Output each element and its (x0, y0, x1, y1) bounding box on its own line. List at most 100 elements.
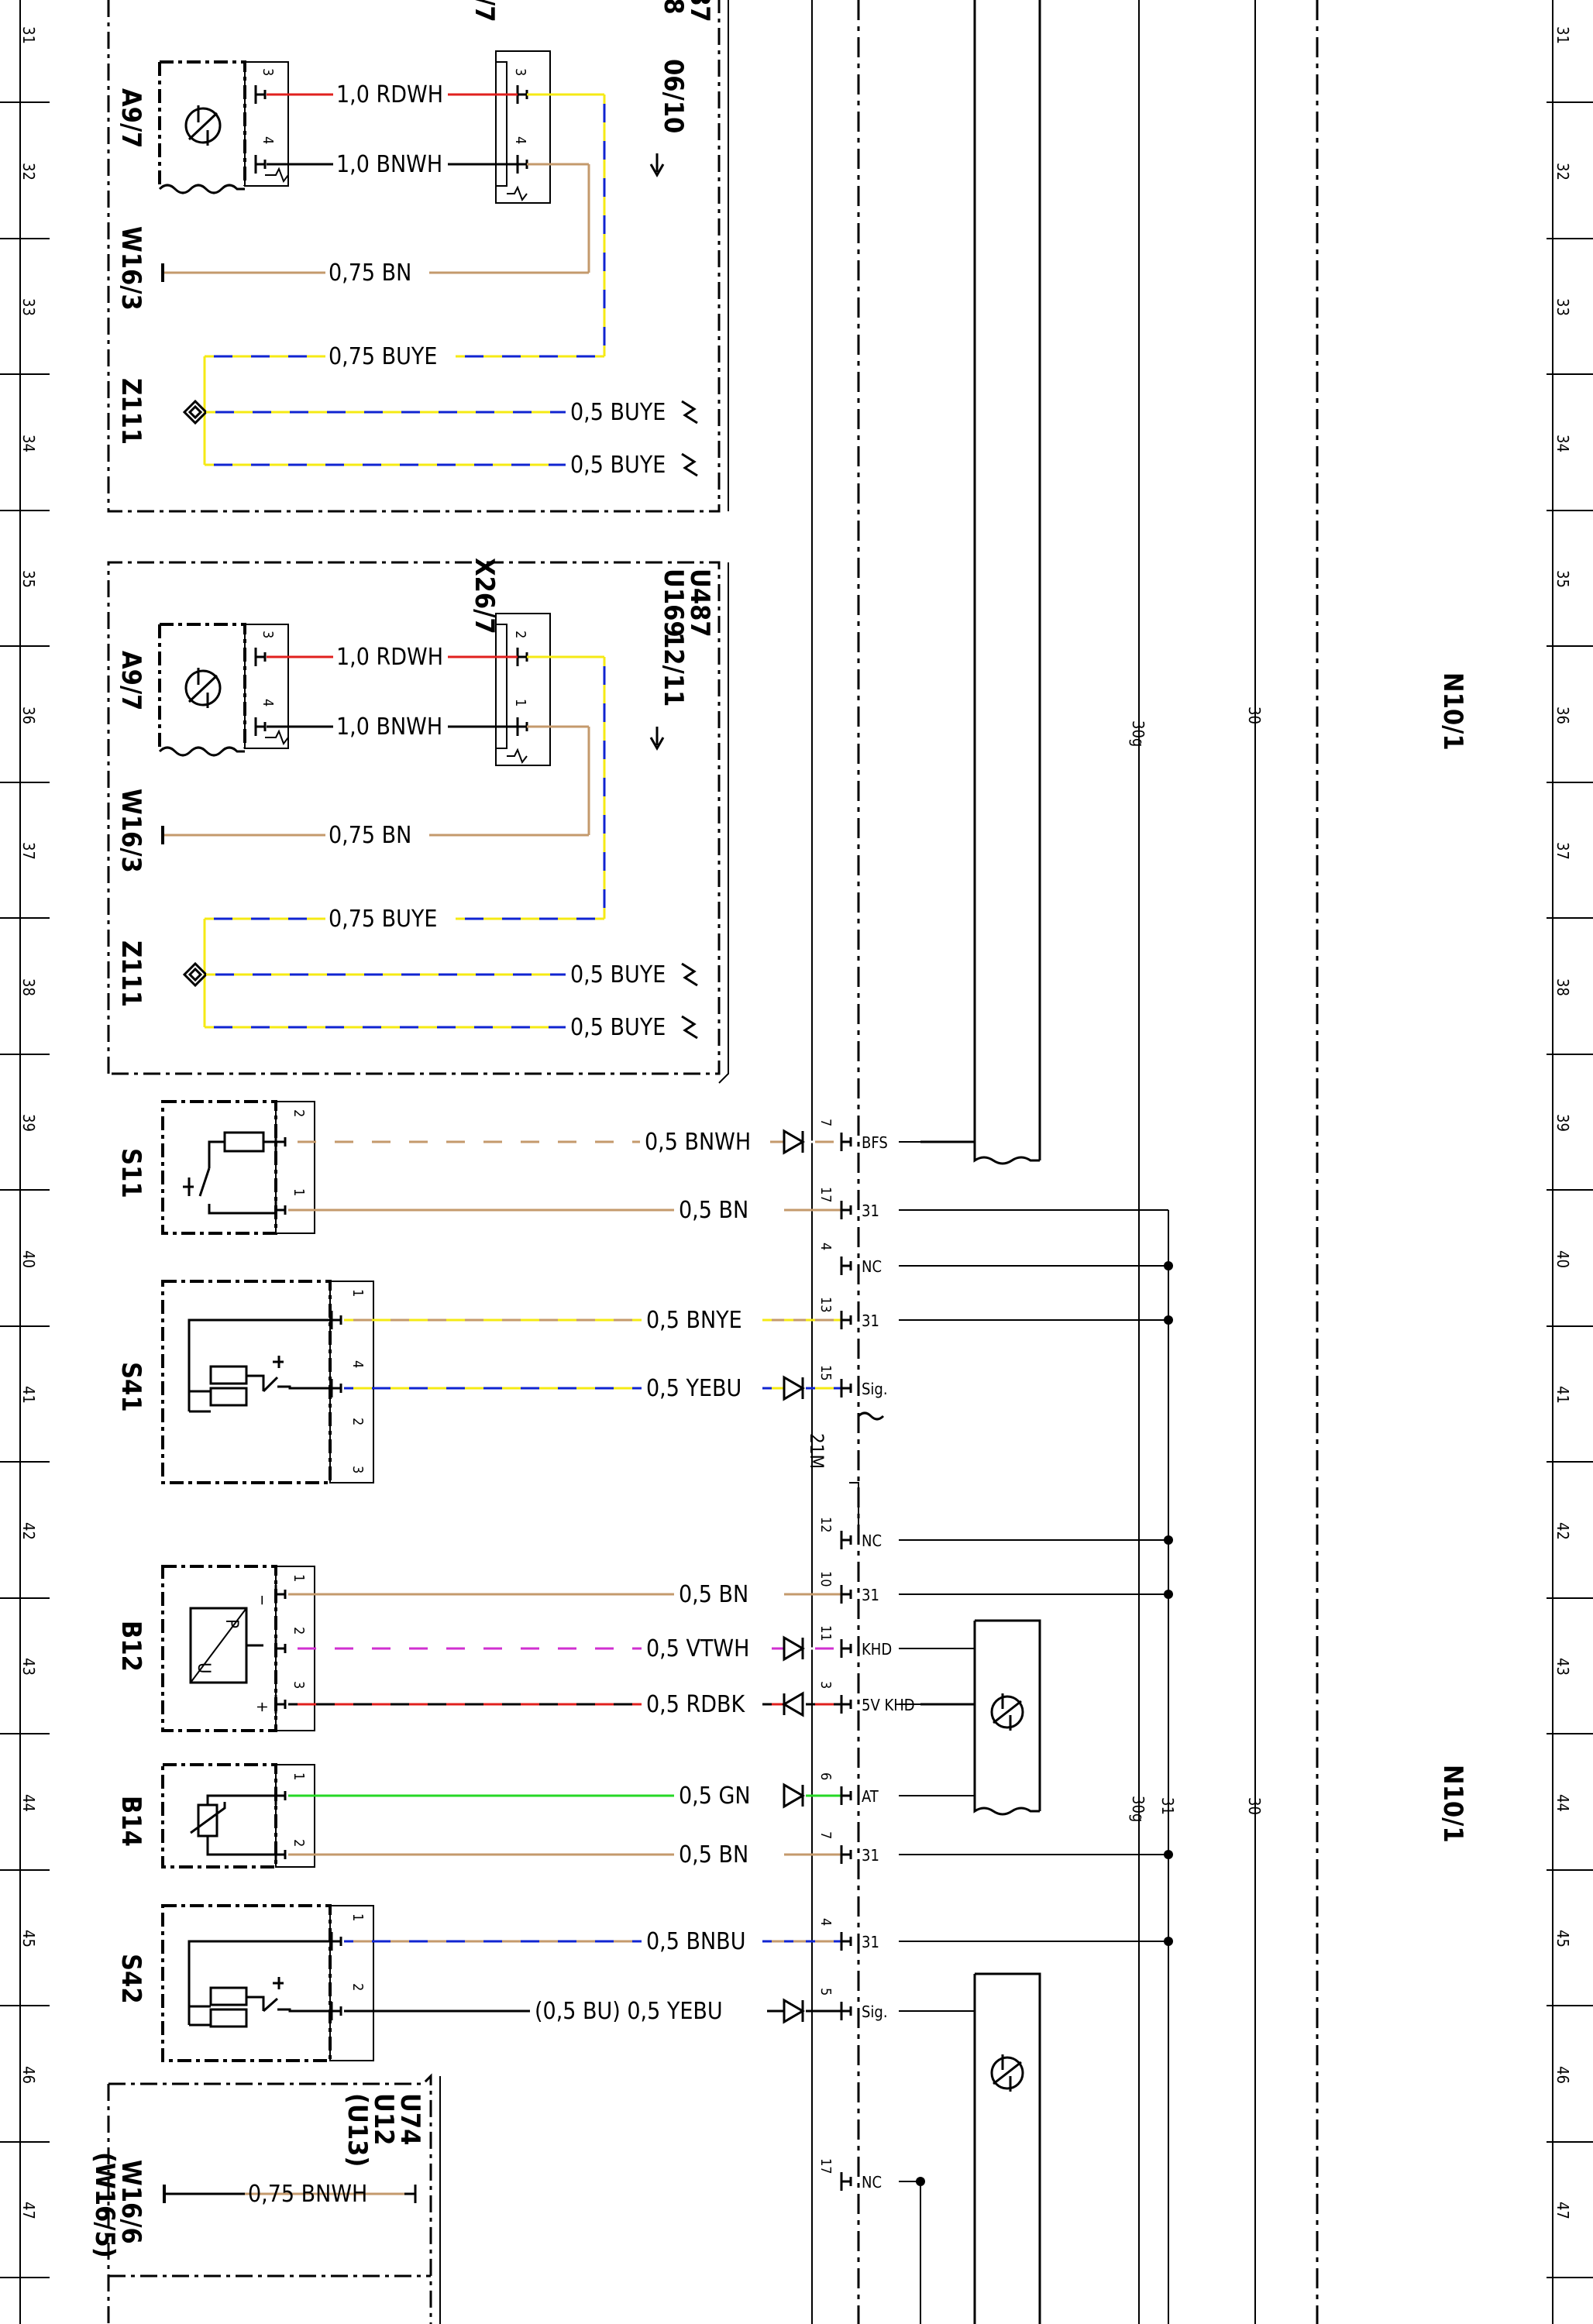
pin-number: 17 (817, 2158, 834, 2174)
arrow-icon (782, 1691, 804, 1717)
pin-number: 1 (349, 1289, 366, 1297)
ground-label: W16/6 (115, 2160, 146, 2244)
pin-terminal (840, 1786, 852, 1805)
unit-labels: N10/1 N10/1 (1437, 672, 1468, 1843)
pin-number: 3 (349, 1466, 366, 1473)
component-label: B12 (115, 1621, 146, 1672)
signal-label: NC (862, 1257, 882, 1276)
pin-terminal (840, 1932, 852, 1951)
row-number: 46 (19, 2066, 38, 2084)
component-b12: B12 1 2 3 − + P U (115, 1565, 315, 1732)
pin-terminal (274, 1585, 287, 1604)
module-ref: U169 (658, 569, 689, 638)
row-number: 36 (19, 706, 38, 724)
wire-label: 0,5 BNBU (646, 1928, 745, 1955)
wire-label: 0,5 GN (679, 1783, 751, 1810)
rail-labels: 30g 30 30g 31 30 (1129, 706, 1264, 1822)
pin-number: 2 (291, 1839, 307, 1847)
pin-terminal (840, 1585, 852, 1604)
pin-terminal (274, 1695, 287, 1714)
pin-terminal (274, 1201, 287, 1219)
wire-label: (0,5 BU) 0,5 YEBU (535, 1998, 723, 2025)
signal-label: 31 (862, 1312, 879, 1330)
pin-number: 3 (291, 1681, 307, 1689)
signal-label: 31 (862, 1202, 879, 1220)
sensor-label: A9/7 (115, 88, 146, 148)
pin-number: 2 (349, 1983, 366, 1991)
row-number: 43 (1553, 1658, 1572, 1676)
row-number: 42 (1553, 1522, 1572, 1540)
junction-dot (1164, 1850, 1173, 1859)
signal-label: NC (862, 2173, 882, 2192)
pin-number: 1 (349, 1913, 366, 1921)
wire-label: 0,5 BUYE (570, 961, 666, 988)
row-number: 41 (19, 1386, 38, 1404)
signal-label: 31 (862, 1933, 879, 1951)
pin-terminal (840, 1845, 852, 1864)
pin-number: 4 (349, 1360, 366, 1368)
component-s11: S11 2 1 (115, 1100, 315, 1235)
polarity-mark: − (253, 1594, 272, 1606)
wire-label: 0,5 RDBK (646, 1691, 746, 1718)
wire-label: 0,5 BNYE (646, 1307, 742, 1334)
pin-number: 17 (817, 1187, 834, 1203)
arrow-icon (783, 1783, 805, 1809)
signal-label: KHD (862, 1640, 892, 1659)
sensor-glyph: P (222, 1619, 241, 1628)
junction-dot (1164, 1590, 1173, 1599)
component-label: S42 (115, 1954, 146, 2004)
component-label: S41 (115, 1362, 146, 1412)
ground-label: W16/3 (115, 789, 146, 873)
pin-terminal (330, 1379, 342, 1397)
pin-terminal (840, 1201, 852, 1219)
pin-number: 1 (512, 699, 528, 706)
pin-terminal (840, 1133, 852, 1151)
pin-terminal (840, 1639, 852, 1658)
harness-row-s42-p1: 0,5 BNBU 4 31 (330, 1918, 879, 1955)
pin-number: 2 (291, 1109, 307, 1117)
pin-terminal (840, 1257, 852, 1275)
component-s41: S41 1 4 2 3 (115, 1280, 374, 1484)
module-ref: U948 (658, 0, 689, 15)
row-number: 36 (1553, 706, 1572, 724)
connector-label: X26/7 (469, 558, 500, 634)
pin-terminal (274, 1639, 287, 1658)
pin-terminal (254, 85, 267, 104)
pin-terminal (254, 155, 267, 174)
wire-label: 0,5 VTWH (646, 1635, 749, 1662)
wire-label: 1,0 BNWH (336, 151, 442, 178)
module-date: 12/11 (658, 632, 689, 706)
pin-number: 3 (512, 68, 528, 76)
arrow-icon (783, 1375, 805, 1401)
pin-terminal (840, 2172, 852, 2191)
wire-label: 0,75 BUYE (329, 906, 437, 933)
signal-label: Sig. (862, 2003, 888, 2021)
pin-number: 1 (291, 1574, 307, 1582)
pin-terminal (840, 1695, 852, 1714)
gear-motor-icon (184, 105, 222, 146)
row-number: 34 (1553, 435, 1572, 452)
wire-label: 0,5 BUYE (570, 452, 666, 479)
sensor-label: A9/7 (115, 651, 146, 710)
rail-label: 30 (1245, 1797, 1264, 1815)
row-number: 33 (1553, 298, 1572, 316)
wire-label: 0,5 BN (679, 1197, 748, 1224)
row-number: 43 (19, 1658, 38, 1676)
wire-label: 0,5 YEBU (646, 1375, 741, 1402)
unit-internals (857, 0, 1041, 2324)
pin-number: 13 (817, 1297, 834, 1313)
connector-label: X26/7 (469, 0, 500, 22)
row-number: 44 (1553, 1794, 1572, 1812)
pin-number: 4 (817, 1918, 834, 1926)
component-label: S11 (115, 1148, 146, 1198)
row-number: 39 (1553, 1114, 1572, 1132)
row-number: 46 (1553, 2066, 1572, 2084)
switch-icon (188, 1318, 330, 1413)
